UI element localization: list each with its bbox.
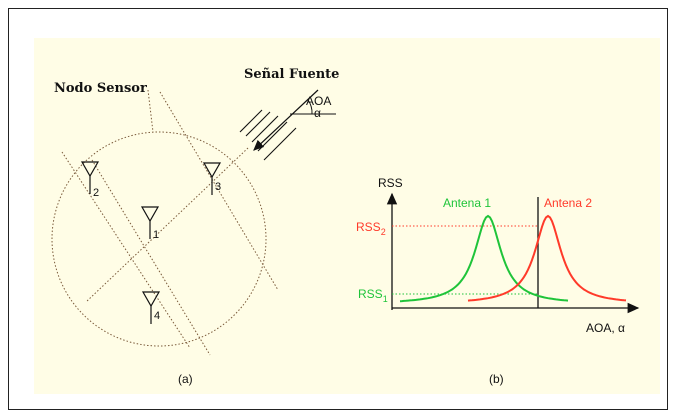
caption-a: (a) bbox=[178, 372, 193, 386]
rss-axis-label: RSS bbox=[378, 176, 403, 190]
wavefront-line-2 bbox=[91, 159, 211, 356]
antenna-3-number: 3 bbox=[215, 181, 221, 193]
antenna-2-curve bbox=[467, 214, 627, 302]
antenna-4-number: 4 bbox=[154, 310, 160, 322]
rss2-label: RSS2 bbox=[356, 220, 386, 237]
antenna-1-number: 1 bbox=[153, 229, 159, 241]
caption-b: (b) bbox=[489, 372, 504, 386]
rss1-label: RSS1 bbox=[358, 287, 388, 304]
sensor-node-circle bbox=[51, 131, 267, 347]
antenna-2-icon bbox=[80, 161, 100, 194]
x-axis-label: AOA, α bbox=[586, 321, 625, 335]
antenna-4-icon bbox=[141, 291, 161, 324]
sensor-node-label: Nodo Sensor bbox=[54, 81, 147, 96]
antenna-2-number: 2 bbox=[93, 187, 99, 199]
wavefront-line-1 bbox=[61, 151, 191, 349]
source-signal-label: Señal Fuente bbox=[244, 67, 339, 82]
antenna-2-label: Antena 2 bbox=[544, 196, 592, 210]
sensor-label-pointer bbox=[147, 89, 154, 133]
figure-background bbox=[34, 38, 660, 394]
antenna-1-curve bbox=[399, 214, 569, 303]
alpha-label: α bbox=[314, 106, 321, 120]
aoa-angle-arc bbox=[307, 99, 313, 115]
signal-rays bbox=[239, 109, 297, 161]
arrival-line bbox=[85, 147, 249, 303]
antenna-3-icon bbox=[202, 162, 222, 195]
antenna-1-icon bbox=[140, 206, 160, 239]
signal-direction-arrow bbox=[253, 89, 319, 151]
antenna-1-label: Antena 1 bbox=[443, 196, 491, 210]
aoa-label: AOA bbox=[306, 94, 331, 108]
